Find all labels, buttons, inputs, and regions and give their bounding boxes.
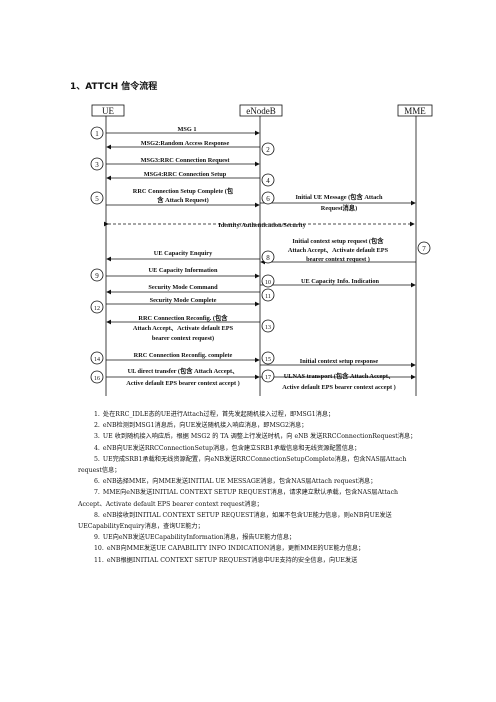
label-initial-context-setup-2: Attach Accept、Activate default EPS (288, 247, 389, 254)
label-ulnas-transport-2: Active default EPS bearer context accept… (282, 384, 395, 391)
svg-text:5: 5 (95, 195, 99, 203)
label-rrc-setup-complete-1: RRC Connection Setup Complete (包 (133, 186, 234, 195)
label-security-mode-command: Security Mode Command (148, 284, 218, 291)
svg-text:4: 4 (266, 177, 270, 185)
step-circle-4: 4 (261, 173, 275, 187)
label-msg3: MSG3:RRC Connection Request (141, 157, 231, 164)
svg-text:11: 11 (265, 294, 271, 300)
step-circle-13: 13 (261, 319, 275, 333)
step-circle-2: 2 (261, 142, 275, 156)
label-ue-capacity-info: UE Capacity Information (149, 267, 218, 274)
step-paragraph: 6.eNB选择MME，向MME发送INITIAL UE MESSAGE消息，包含… (94, 478, 377, 486)
enodeb-node: eNodeB (239, 104, 283, 117)
label-initial-context-response: Initial context setup response (300, 358, 379, 365)
label-ul-direct-transfer-2: Active default EPS bearer context accept… (126, 380, 239, 387)
label-security-mode-complete: Security Mode Complete (150, 297, 217, 304)
label-initial-ue-message-2: Request消息) (321, 203, 357, 212)
label-msg4: MSG4:RRC Connection Setup (144, 171, 227, 178)
step-circle-10: 10 (261, 274, 275, 288)
page-heading: 1、ATTCH 信令流程 (70, 82, 158, 92)
label-rrc-reconfig-3: bearer context request) (152, 335, 214, 342)
step-circle-16: 16 (90, 370, 104, 384)
svg-text:6: 6 (266, 195, 270, 203)
mme-node: MME (397, 104, 433, 117)
step-paragraph: 1.处在RRC_IDLE态的UE进行Attach过程，首先发起随机接入过程，即M… (94, 411, 335, 418)
label-initial-context-setup-3: bearer context request ) (306, 256, 370, 263)
svg-text:9: 9 (95, 272, 99, 280)
label-initial-ue-message-1: Initial UE Message (包含 Attach (295, 192, 383, 201)
step-paragraph: 4.eNB向UE发送RRCConnectionSetup消息，包含建立SRB1承… (94, 444, 361, 452)
svg-text:1: 1 (95, 130, 99, 138)
step-circle-14: 14 (90, 351, 104, 365)
label-msg2: MSG2:Random Access Response (141, 140, 230, 147)
svg-text:MME: MME (404, 106, 426, 116)
label-ulnas-transport-1: ULNAS transport (包含 Attach Accept、 (284, 371, 395, 380)
label-rrc-reconfig-complete: RRC Connection Reconfig. complete (134, 352, 233, 359)
svg-text:10: 10 (265, 280, 271, 286)
step-circle-17: 17 (261, 369, 275, 383)
svg-text:7: 7 (422, 245, 426, 253)
svg-text:17: 17 (265, 375, 271, 381)
svg-text:8: 8 (266, 254, 270, 262)
step-paragraph: 7.MME向eNB发送INITIAL CONTEXT SETUP REQUEST… (78, 489, 399, 508)
svg-text:UE: UE (102, 106, 114, 116)
step-circle-3: 3 (90, 157, 104, 171)
step-paragraph: 2.eNB检测到MSG1消息后，向UE发送随机接入响应消息，即MSG2消息； (94, 422, 308, 430)
svg-text:14: 14 (94, 357, 100, 363)
step-circle-11: 11 (261, 288, 275, 302)
step-circle-5: 5 (90, 191, 104, 205)
svg-text:13: 13 (265, 325, 271, 331)
label-ue-capacity-indication: UE Capacity Info. Indication (301, 278, 380, 285)
step-circle-6: 6 (261, 191, 275, 205)
step-circle-12: 12 (90, 300, 104, 314)
step-paragraph: 10.eNB向MME发送UE CAPABILITY INFO INDICATIO… (94, 545, 365, 553)
label-ue-capacity-enquiry: UE Capacity Enquiry (154, 250, 213, 257)
step-circle-7: 7 (417, 241, 431, 255)
label-identity-auth: Identity/Authentication/Security (218, 222, 306, 229)
label-rrc-reconfig-1: RRC Connection Reconfig. (包含 (138, 313, 228, 322)
svg-text:12: 12 (94, 306, 100, 312)
svg-text:2: 2 (266, 146, 270, 154)
label-rrc-reconfig-2: Attach Accept、Activate default EPS (133, 325, 234, 332)
step-paragraph: 8.eNB接收到INITIAL CONTEXT SETUP REQUEST消息，… (78, 511, 392, 531)
svg-text:3: 3 (95, 161, 99, 169)
label-rrc-setup-complete-2: 含 Attach Request) (157, 195, 208, 204)
label-msg1: MSG 1 (177, 126, 196, 133)
step-circle-1: 1 (90, 126, 104, 140)
svg-text:16: 16 (94, 376, 100, 382)
svg-text:15: 15 (265, 357, 271, 363)
step-circle-9: 9 (90, 268, 104, 282)
ue-node: UE (91, 104, 125, 117)
step-circle-8: 8 (261, 250, 275, 264)
step-descriptions: 1.处在RRC_IDLE态的UE进行Attach过程，首先发起随机接入过程，即M… (78, 409, 423, 566)
step-paragraph: 3.UE 收到随机接入响应后，根据 MSG2 的 TA 调整上行发送时机，向 e… (94, 433, 417, 441)
label-ul-direct-transfer-1: UL direct transfer (包含 Attach Accept、 (128, 366, 239, 375)
step-paragraph: 5.UE完成SRB1承载和无线资源配置，向eNB发送RRCConnectionS… (78, 455, 407, 475)
step-paragraph: 9.UE向eNB发送UECapabilityInformation消息，报告UE… (94, 534, 296, 542)
label-initial-context-setup-1: Initial context setup request (包含 (292, 236, 384, 245)
attach-signaling-diagram: UE eNodeB MME MSG 1 MSG2:Random Access R… (90, 104, 433, 396)
step-paragraph: 11.eNB根据INITIAL CONTEXT SETUP REQUEST消息中… (94, 556, 358, 564)
step-circle-15: 15 (261, 351, 275, 365)
svg-text:eNodeB: eNodeB (246, 106, 276, 116)
